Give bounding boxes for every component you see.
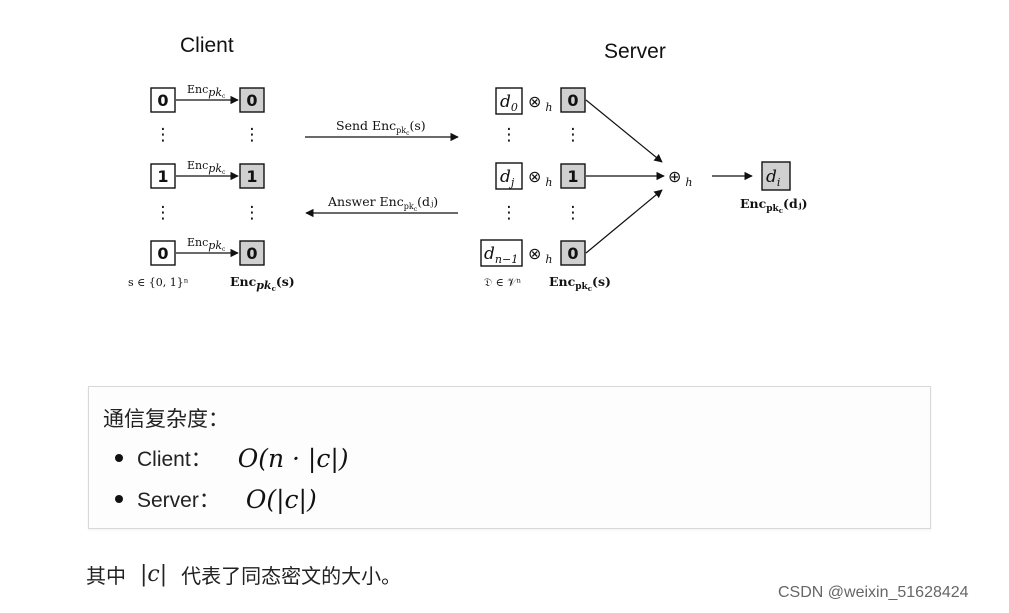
client-enc-caption: Encpkc(s) [230, 274, 295, 293]
client-bit-box-1 [150, 163, 176, 189]
client-query-caption: s ∈ {0, 1}ⁿ [128, 276, 189, 289]
note-item-label: Server： [137, 489, 220, 512]
client-bit-box-2 [150, 240, 176, 266]
encrypted-bit-box-2 [239, 240, 265, 266]
footer-sentence: 其中 |c| 代表了同态密文的大小。 [86, 560, 401, 589]
result-caption: Encpkc(dⱼ) [740, 196, 808, 215]
result-element: di [766, 167, 780, 189]
server-enc-box-0 [560, 87, 586, 113]
footer-prefix: 其中 [86, 564, 126, 588]
database-element-box-0 [495, 87, 523, 115]
server-enc-bit-2: 0 [567, 244, 578, 263]
enc-label-1: Encpkc [187, 159, 226, 176]
server-enc-vdots-1: ⋮ [565, 125, 582, 145]
server-enc-caption: Encpkc(s) [549, 274, 611, 293]
answer-label: Answer Encpkc(dⱼ) [327, 194, 438, 213]
note-item-formula: O(|c|) [245, 484, 317, 514]
client-vdots-2: ⋮ [155, 203, 172, 223]
server-enc-bit-1: 1 [567, 167, 578, 186]
encrypted-bit-0: 0 [246, 91, 257, 110]
combine-arrow-0 [585, 99, 663, 163]
client-bit-2: 0 [157, 244, 168, 263]
database-vdots-1: ⋮ [501, 125, 518, 145]
oplus-operator: ⊕h [668, 167, 693, 189]
database-element-1: dj [500, 167, 515, 189]
footer-suffix: 代表了同态密文的大小。 [181, 564, 402, 588]
client-title: Client [180, 34, 234, 57]
send-label: Send Encpkc(s) [336, 118, 426, 137]
result-box [761, 161, 791, 191]
server-title: Server [604, 40, 666, 63]
encrypted-bit-box-1 [239, 163, 265, 189]
client-vdots-1: ⋮ [155, 125, 172, 145]
note-title: 通信复杂度： [103, 407, 229, 431]
server-enc-vdots-2: ⋮ [565, 203, 582, 223]
enc-label-0: Encpkc [187, 83, 226, 100]
enc-label-2: Encpkc [187, 236, 226, 253]
encrypted-bit-box-0 [239, 87, 265, 113]
database-element-box-1 [495, 162, 523, 190]
encrypted-bit-2: 0 [246, 244, 257, 263]
database-vdots-2: ⋮ [501, 203, 518, 223]
bullet-icon [115, 454, 123, 462]
encrypted-vdots-2: ⋮ [244, 203, 261, 223]
client-bit-box-0 [150, 87, 176, 113]
database-element-0: d0 [500, 92, 518, 114]
otimes-1: ⊗h [528, 167, 553, 189]
client-bit-0: 0 [157, 91, 168, 110]
encrypted-bit-1: 1 [246, 167, 257, 186]
complexity-note: 通信复杂度： Client： O(n · |c|) Server： O(|c|) [88, 386, 931, 529]
database-caption: 𝔇 ∈ 𝒱ⁿ [484, 276, 521, 289]
footer-math: |c| [140, 562, 168, 587]
otimes-0: ⊗h [528, 92, 553, 114]
bullet-icon [115, 495, 123, 503]
note-item-formula: O(n · |c|) [237, 443, 349, 473]
server-enc-box-2 [560, 240, 586, 266]
otimes-2: ⊗h [528, 244, 553, 266]
note-item-label: Client： [137, 448, 212, 471]
database-element-2: dn−1 [484, 244, 518, 266]
combine-arrow-2 [585, 189, 663, 254]
note-item-server: Server： O(|c|) [115, 484, 317, 514]
database-element-box-2 [480, 239, 523, 267]
client-bit-1: 1 [157, 167, 168, 186]
encrypted-vdots-1: ⋮ [244, 125, 261, 145]
pir-protocol-diagram: Client Server 0 Encpkc 0 ⋮ ⋮ 1 Encpkc 1 … [128, 34, 808, 293]
server-enc-box-1 [560, 163, 586, 189]
note-item-client: Client： O(n · |c|) [115, 443, 349, 473]
watermark: CSDN @weixin_51628424 [778, 584, 969, 601]
server-enc-bit-0: 0 [567, 91, 578, 110]
